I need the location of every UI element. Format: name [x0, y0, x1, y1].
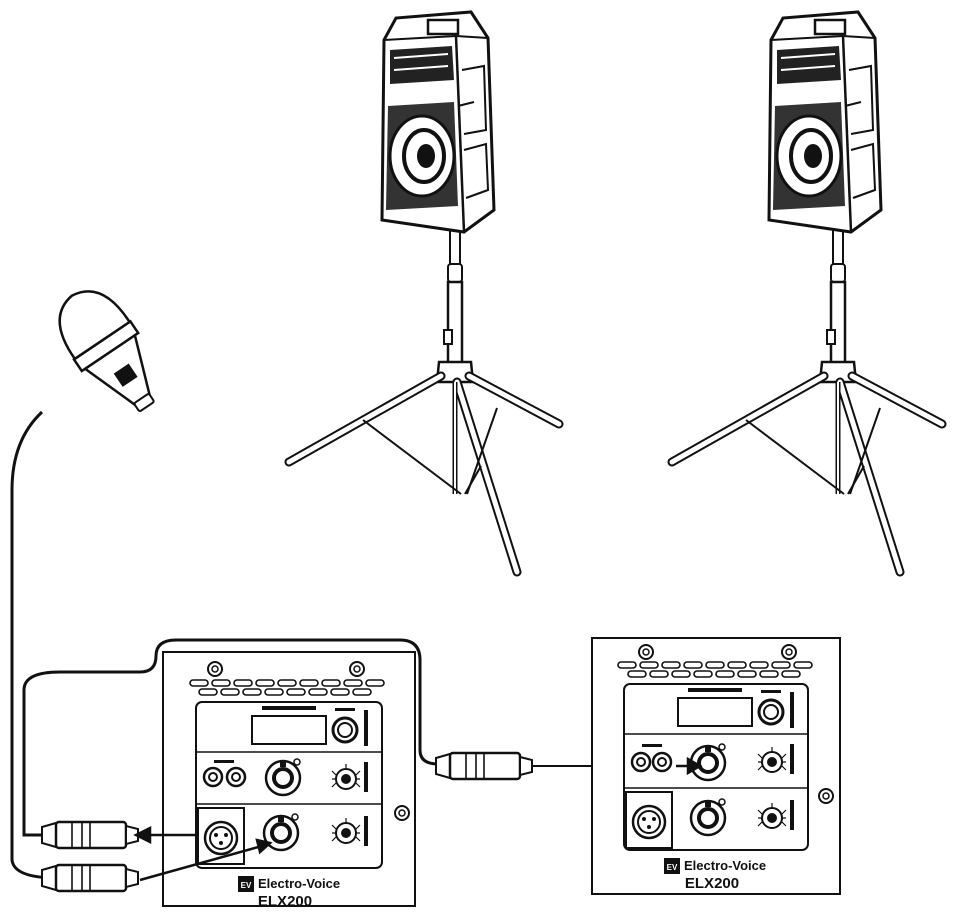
right-mixer-panel: EV Electro-Voice ELX200 [591, 637, 841, 895]
mic-cable [10, 410, 59, 880]
link-cable [22, 638, 439, 837]
right-speaker-assembly [672, 10, 942, 572]
left-speaker-assembly [289, 10, 559, 572]
left-logo: EV [241, 881, 252, 890]
left-brand: Electro-Voice [258, 876, 340, 891]
right-logo: EV [667, 863, 678, 872]
link-output-plug [40, 863, 140, 893]
right-brand: Electro-Voice [684, 858, 766, 873]
mic-input-plug [40, 820, 140, 850]
to-right-panel-plug [434, 751, 534, 781]
left-mixer-panel: EV Electro-Voice ELX200 [162, 651, 416, 910]
microphone-icon [58, 290, 155, 412]
left-model: ELX200 [258, 893, 312, 910]
right-model: ELX200 [685, 875, 739, 892]
signal-arrows [133, 756, 703, 882]
